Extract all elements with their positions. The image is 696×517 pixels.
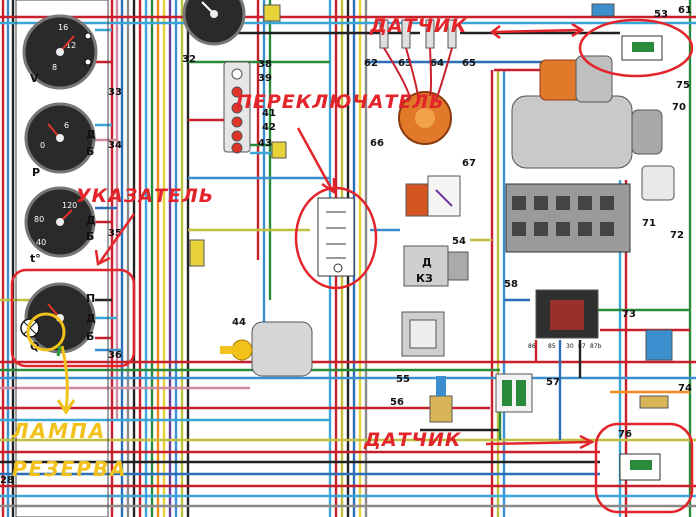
- temperature-letter: t°: [30, 252, 41, 265]
- temperature-b: Б: [86, 230, 94, 243]
- temperature-d: Д: [86, 214, 96, 227]
- fuel-b: Б: [86, 330, 94, 343]
- washer-reservoir: [641, 165, 675, 201]
- label-73: 73: [622, 309, 636, 320]
- voltmeter-scale-8: 8: [52, 63, 57, 72]
- annotation-indicator: УКАЗАТЕЛЬ: [76, 185, 214, 207]
- relay-58-pin-87: 87: [578, 343, 586, 350]
- circle-switch: [294, 186, 378, 290]
- label-72: 72: [670, 230, 684, 241]
- label-42: 42: [262, 122, 276, 133]
- temperature-gauge: 120 80 40 t° Д Б: [24, 186, 96, 265]
- label-54: 54: [452, 236, 466, 247]
- fuse-block: [223, 61, 251, 154]
- label-70: 70: [672, 102, 686, 113]
- annotations: ДАТЧИК ПЕРЕКЛЮЧАТЕЛЬ УКАЗАТЕЛЬ ЛАМПА РЕЗ…: [10, 15, 694, 514]
- circle-sensor-top: [578, 18, 694, 78]
- connector-43: [271, 141, 287, 159]
- label-41: 41: [262, 108, 276, 119]
- label-74: 74: [678, 383, 692, 394]
- sensor-53: [591, 3, 615, 17]
- label-66: 66: [370, 138, 384, 149]
- label-38: 38: [258, 59, 272, 70]
- oil-pressure-d: Д: [86, 128, 96, 141]
- label-34: 34: [108, 140, 122, 151]
- label-61: 61: [678, 5, 692, 16]
- temperature-scale-120: 120: [62, 201, 77, 210]
- label-53: 53: [654, 9, 668, 20]
- annotation-sensor-top: ДАТЧИК: [369, 15, 468, 37]
- voltmeter-scale-16: 16: [58, 23, 68, 32]
- box-sensor-bottom: [594, 422, 694, 514]
- relay-58: 86 85 30 87 87b: [528, 289, 602, 350]
- label-62: 62: [364, 58, 378, 69]
- relay-58-pin-30: 30: [566, 343, 574, 350]
- label-65: 65: [462, 58, 476, 69]
- distributor: [383, 47, 453, 145]
- voltmeter-gauge: 16 12 8 V: [22, 14, 98, 90]
- label-39: 39: [258, 73, 272, 84]
- central-switch: [317, 197, 355, 277]
- label-57: 57: [546, 377, 560, 388]
- tachometer: [182, 0, 246, 46]
- label-71: 71: [642, 218, 656, 229]
- ignition-switch: [220, 321, 313, 377]
- ignition-coil: [405, 175, 461, 217]
- oil-pressure-gauge: 6 0 P Д Б: [24, 102, 96, 179]
- temperature-scale-80: 80: [34, 215, 44, 224]
- relay-58-pin-85: 85: [548, 343, 556, 350]
- label-36: 36: [108, 350, 122, 361]
- relay-58-pin-87b: 87b: [590, 343, 602, 350]
- oil-pressure-b: Б: [86, 145, 94, 158]
- sensor-74: [639, 395, 669, 409]
- label-55: 55: [396, 374, 410, 385]
- voltmeter-scale-12: 12: [66, 41, 76, 50]
- annotation-sensor-bottom: ДАТЧИК: [363, 429, 462, 451]
- connector-left: [189, 239, 205, 267]
- label-44: 44: [232, 317, 246, 328]
- oil-pressure-scale-6: 6: [64, 121, 69, 130]
- oil-pressure-letter: P: [32, 166, 40, 179]
- battery: [505, 183, 631, 253]
- annotation-switch: ПЕРЕКЛЮЧАТЕЛЬ: [236, 91, 445, 113]
- label-63: 63: [398, 58, 412, 69]
- label-64: 64: [430, 58, 444, 69]
- instrument-cluster: 16 12 8 V 33 6 0 P Д Б 34 120 80 40: [15, 0, 122, 517]
- label-75: 75: [676, 80, 690, 91]
- sensor-76: [619, 453, 661, 481]
- voltmeter-letter: V: [30, 72, 39, 85]
- label-32: 32: [182, 54, 196, 65]
- label-43: 43: [258, 138, 272, 149]
- label-28: 28: [0, 475, 14, 486]
- starter-motor: [511, 55, 663, 169]
- sensor-73: [645, 329, 673, 361]
- connector-top: [263, 4, 281, 22]
- label-58: 58: [504, 279, 518, 290]
- relay-54-d: Д: [422, 256, 432, 269]
- label-67: 67: [462, 158, 476, 169]
- circle-lamp: [26, 312, 66, 352]
- fuel-p: П: [86, 292, 95, 305]
- relay-54-kz: КЗ: [416, 272, 433, 285]
- relay-54: Д КЗ: [403, 245, 469, 287]
- relay-57: [495, 373, 533, 413]
- annotation-lamp-line1: ЛАМПА: [11, 419, 106, 443]
- fuel-d: Д: [86, 312, 96, 325]
- temp-sensor-56: [429, 376, 453, 423]
- relay-55: [401, 311, 445, 357]
- label-56: 56: [390, 397, 404, 408]
- temperature-scale-40: 40: [36, 238, 46, 247]
- annotation-lamp-line2: РЕЗЕРВА: [12, 457, 128, 481]
- label-33: 33: [108, 87, 122, 98]
- label-76: 76: [618, 429, 632, 440]
- label-35: 35: [108, 228, 122, 239]
- relay-58-pin-86: 86: [528, 343, 536, 350]
- oil-pressure-scale-0: 0: [40, 141, 45, 150]
- sensor-75: [621, 35, 663, 61]
- box-indicator: [10, 268, 136, 368]
